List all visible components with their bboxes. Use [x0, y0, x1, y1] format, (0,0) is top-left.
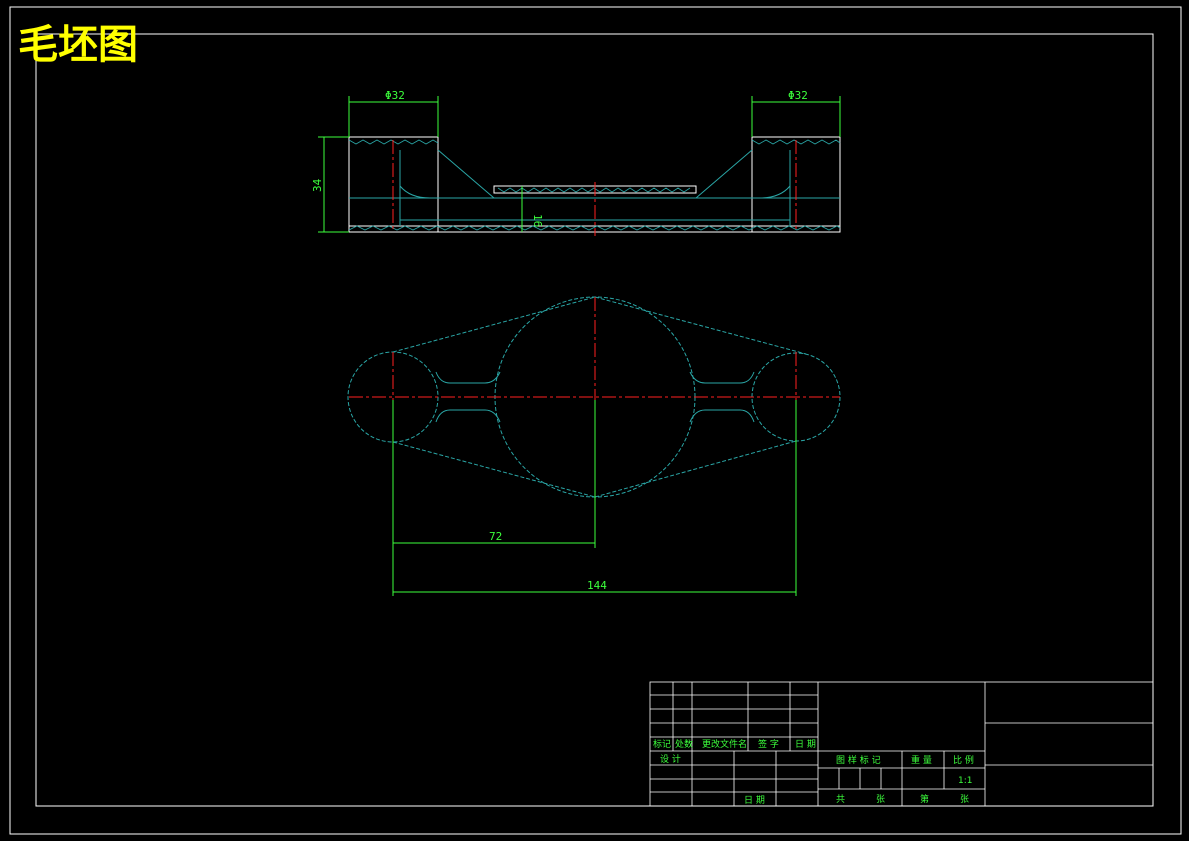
plan-ribs — [435, 371, 755, 423]
left-taper — [437, 149, 495, 199]
dim-right-diameter: Φ32 — [788, 89, 808, 102]
tb-approve-date: 日 期 — [744, 795, 765, 806]
right-fillet — [759, 185, 791, 199]
plan-dimensions — [392, 400, 797, 596]
hatch-bottom — [348, 225, 841, 231]
tb-count: 处数 — [675, 738, 693, 750]
tb-scale-value: 1:1 — [958, 776, 972, 786]
section-centerlines — [392, 140, 797, 236]
left-rib-top — [435, 371, 501, 384]
outer-frame — [9, 6, 1182, 835]
tb-mark: 标记 — [653, 738, 671, 750]
drawing-title: 毛坯图 — [18, 21, 138, 68]
inner-frame — [35, 33, 1154, 807]
hatch-left-top — [348, 139, 439, 145]
right-rib-top — [689, 371, 755, 384]
left-fillet — [399, 185, 431, 199]
right-rib-bottom — [689, 409, 755, 423]
upper-right-tangent — [594, 296, 807, 355]
dim-web-thickness: 16 — [531, 214, 544, 227]
hatch-plate — [497, 187, 691, 193]
tb-sheet-total: 张 — [876, 794, 885, 805]
tb-sheet: 第 — [920, 793, 929, 805]
section-dimensions — [318, 96, 841, 233]
tb-scale-label: 比 例 — [953, 754, 974, 766]
tb-weight: 重 量 — [911, 754, 932, 766]
tb-design: 设 计 — [660, 753, 681, 765]
section-hidden-lines — [349, 149, 840, 226]
dim-half-span: 72 — [489, 530, 502, 543]
title-block — [649, 681, 1154, 807]
lower-right-tangent — [594, 440, 797, 498]
left-rib-bottom — [435, 409, 501, 423]
tb-drawing-mark: 图 样 标 记 — [836, 754, 881, 766]
lower-left-tangent — [392, 441, 596, 498]
right-taper — [695, 149, 753, 199]
hatch-right-top — [751, 139, 841, 145]
tb-total: 共 — [836, 794, 845, 805]
tb-change-doc: 更改文件名 — [702, 738, 747, 750]
dim-height: 34 — [311, 178, 324, 192]
dim-full-span: 144 — [587, 579, 607, 592]
upper-left-tangent — [392, 296, 596, 353]
title-block-text: 标记 处数 更改文件名 签 字 日 期 设 计 日 期 图 样 标 记 重 量 … — [653, 738, 974, 806]
section-hatching — [348, 139, 841, 231]
tb-signature: 签 字 — [758, 738, 779, 750]
plan-centerlines — [349, 297, 840, 400]
dim-left-diameter: Φ32 — [385, 89, 405, 102]
tb-date: 日 期 — [795, 739, 816, 750]
tb-sheet-no: 张 — [960, 794, 969, 805]
